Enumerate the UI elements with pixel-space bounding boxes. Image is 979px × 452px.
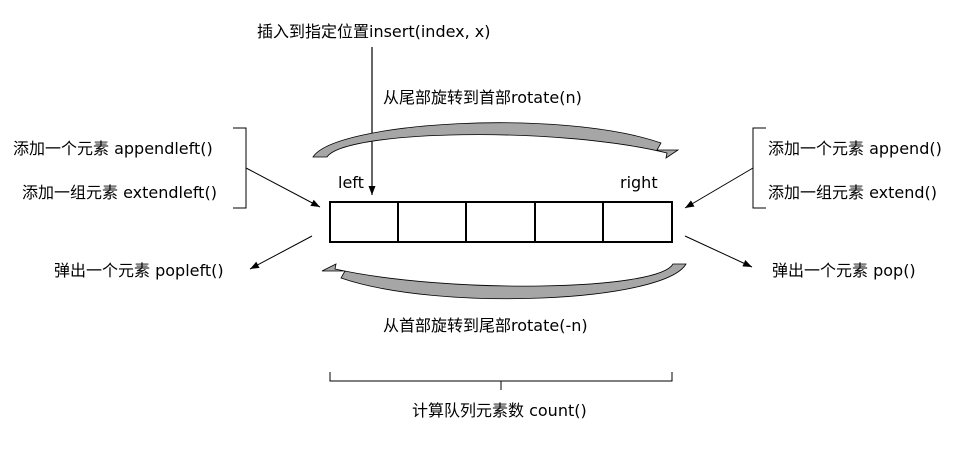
rotate-left-arrow: [321, 263, 687, 300]
deque-outline: [329, 201, 673, 243]
left-label: left: [338, 173, 364, 192]
extend-label: 添加一组元素 extend(): [768, 183, 937, 202]
right-add-arrow: [684, 167, 754, 209]
rotate-right-label: 从尾部旋转到首部rotate(n): [383, 88, 582, 107]
append-label: 添加一个元素 append(): [768, 139, 942, 158]
count-bracket: [329, 372, 673, 382]
pop-arrow: [684, 235, 753, 268]
left-add-bracket: [233, 127, 247, 209]
rotate-right-arrow: [312, 122, 680, 159]
popleft-label: 弹出一个元素 popleft(): [54, 261, 224, 280]
left-add-arrow: [245, 167, 321, 208]
right-label: right: [620, 173, 658, 192]
insert-label: 插入到指定位置insert(index, x): [257, 22, 491, 41]
right-add-bracket: [752, 127, 766, 209]
extendleft-label: 添加一组元素 extendleft(): [22, 183, 217, 202]
popleft-arrow: [249, 235, 313, 270]
count-label: 计算队列元素数 count(): [412, 401, 587, 420]
rotate-left-label: 从首部旋转到尾部rotate(-n): [383, 316, 588, 335]
appendleft-label: 添加一个元素 appendleft(): [13, 139, 213, 158]
pop-label: 弹出一个元素 pop(): [772, 261, 916, 280]
deque-box: [329, 201, 673, 243]
